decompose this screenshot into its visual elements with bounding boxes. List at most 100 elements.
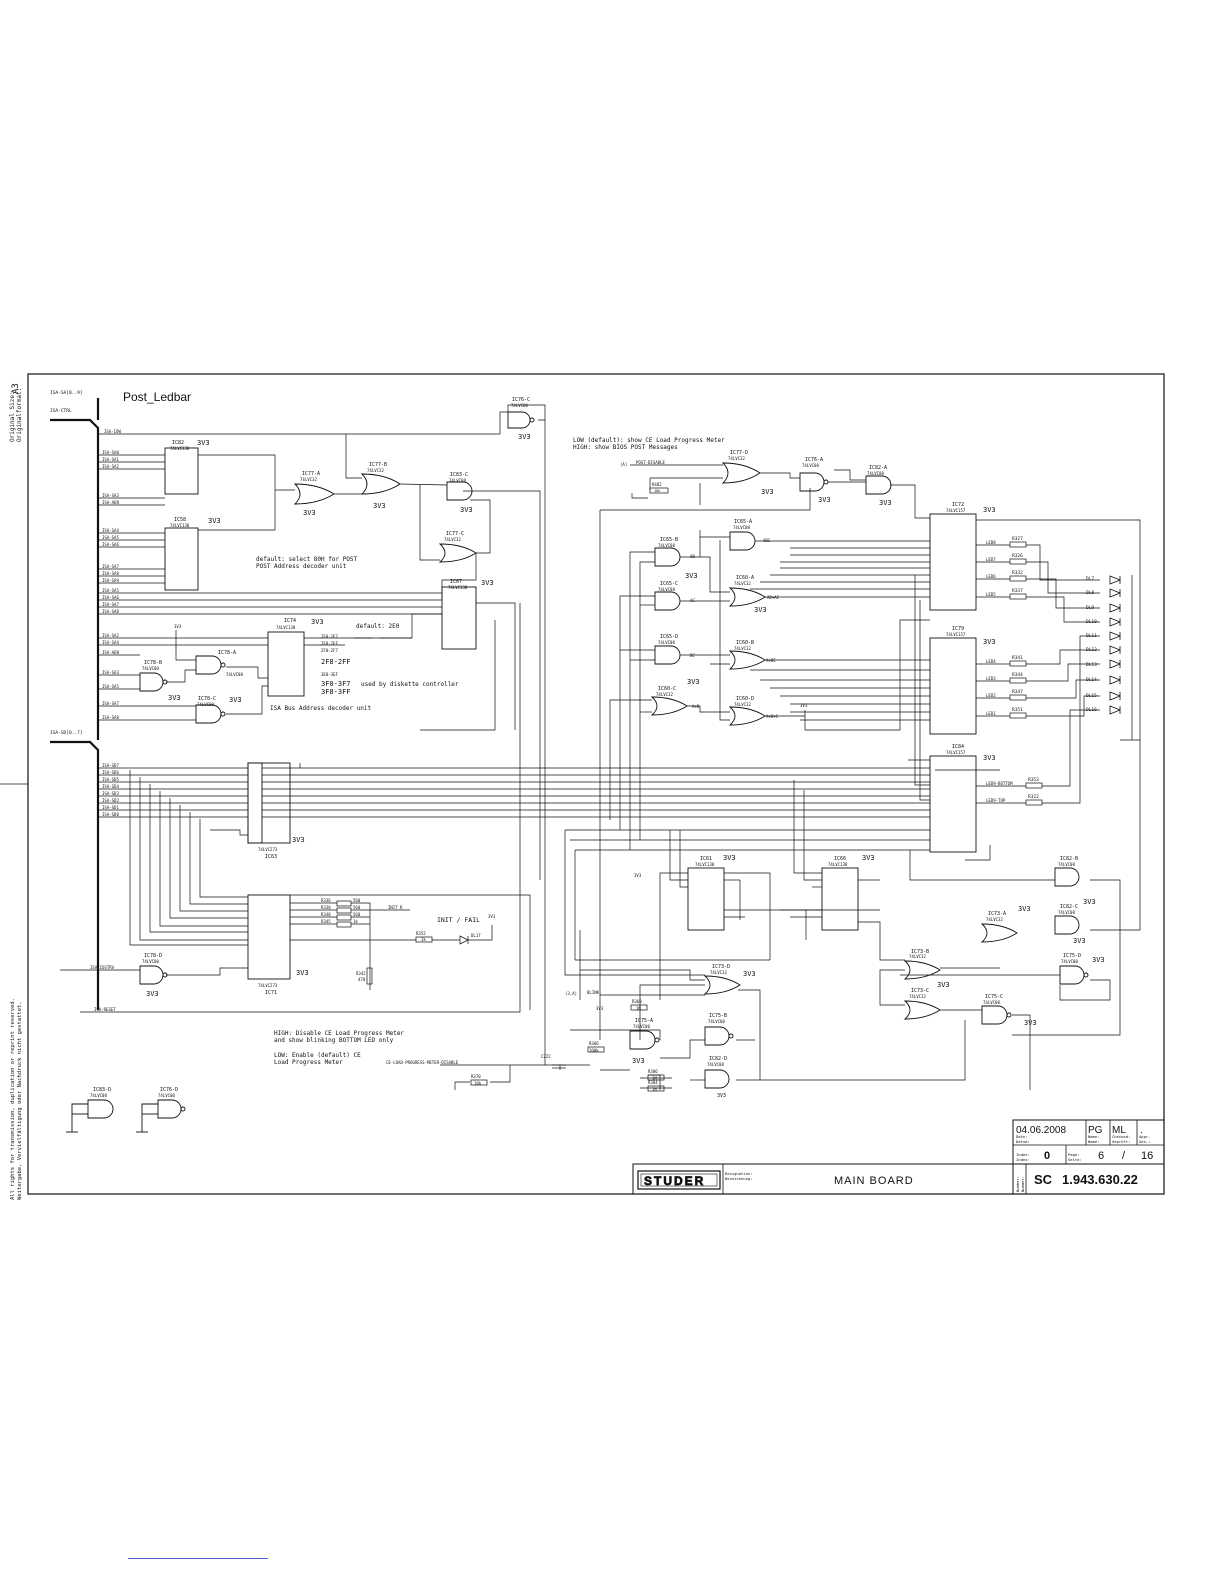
gate-ic60-c xyxy=(650,696,688,716)
svg-text:3V3: 3V3 xyxy=(1018,905,1031,913)
svg-text:74LVC00: 74LVC00 xyxy=(983,1000,1000,1005)
svg-text:3V3: 3V3 xyxy=(373,502,386,510)
svg-text:A+B+C: A+B+C xyxy=(766,714,779,719)
svg-text:1M: 1M xyxy=(636,1006,641,1011)
tb-small-labels: Date: Datum: Name: Name: Checked: Geprüf… xyxy=(725,1134,1150,1181)
svg-text:ISA-SA0: ISA-SA0 xyxy=(102,450,119,455)
svg-text:IC60-B: IC60-B xyxy=(736,640,754,646)
svg-text:ISA-SD1: ISA-SD1 xyxy=(102,805,119,810)
svg-text:74LVC32: 74LVC32 xyxy=(909,954,926,959)
svg-text:74LVC00: 74LVC00 xyxy=(158,1093,175,1098)
svg-text:Index:: Index: xyxy=(1016,1157,1030,1162)
gate-ic75-c xyxy=(981,1005,1012,1025)
svg-text:IC65-A: IC65-A xyxy=(734,519,752,525)
gate-ic73-d xyxy=(703,975,741,995)
svg-text:R341: R341 xyxy=(1012,655,1023,661)
chip-ic67: IC67 74LVC138 3V3 xyxy=(441,579,494,650)
svg-text:74LVC138: 74LVC138 xyxy=(170,446,190,451)
svg-text:74LVC08: 74LVC08 xyxy=(733,525,750,530)
label-ic77-c: IC77-C xyxy=(446,531,464,537)
svg-text:74LVC32: 74LVC32 xyxy=(656,692,673,697)
svg-text:IC65-B: IC65-B xyxy=(660,537,678,543)
svg-text:DL12: DL12 xyxy=(1086,647,1097,653)
svg-text:R360: R360 xyxy=(632,999,642,1004)
svg-text:ISA-SA2: ISA-SA2 xyxy=(102,633,119,638)
svg-text:74LVC08: 74LVC08 xyxy=(658,640,675,645)
label-iow: ISA-IOW xyxy=(104,429,121,434)
svg-text:A+BC: A+BC xyxy=(766,658,776,663)
svg-text:74LVC32: 74LVC32 xyxy=(734,581,751,586)
svg-text:74LVC157: 74LVC157 xyxy=(946,632,966,637)
svg-text:74LVC08: 74LVC08 xyxy=(449,478,466,483)
gate-ic75-d xyxy=(1059,965,1089,985)
label-ic77-b: IC77-B xyxy=(369,462,387,468)
wires-ic74 xyxy=(98,613,496,731)
bus-isa-sa xyxy=(50,418,100,740)
svg-text:R332: R332 xyxy=(1012,570,1023,576)
sheet-title: Post_Ledbar xyxy=(123,390,191,404)
svg-text:ISA-SA7: ISA-SA7 xyxy=(102,701,119,706)
svg-text:IC73-D: IC73-D xyxy=(712,964,730,970)
tb-extra: . xyxy=(1140,1125,1143,1136)
svg-text:3V3: 3V3 xyxy=(685,572,698,580)
svg-text:ISA-RESET: ISA-RESET xyxy=(94,1007,116,1012)
svg-text:3V3: 3V3 xyxy=(208,517,221,525)
svg-text:Gen.:: Gen.: xyxy=(1139,1139,1150,1144)
svg-text:470: 470 xyxy=(358,977,366,982)
svg-text:3V3: 3V3 xyxy=(146,990,159,998)
svg-text:IC75-A: IC75-A xyxy=(635,1018,653,1024)
svg-text:R347: R347 xyxy=(1012,689,1023,695)
gate-ic82-d xyxy=(704,1069,730,1089)
svg-text:1k: 1k xyxy=(421,937,426,942)
led-output-labels: LED8 LED7 LED6 LED5 LED4 LED3 LED2 LED1 … xyxy=(986,540,1013,803)
gate-ic78-a xyxy=(195,655,226,675)
svg-text:74LVC32: 74LVC32 xyxy=(734,702,751,707)
sa-lines-ic82 xyxy=(98,454,165,506)
svg-text:ISA-SA3: ISA-SA3 xyxy=(102,670,119,675)
svg-text:ISA-SA7: ISA-SA7 xyxy=(102,602,119,607)
note-default-2e0: default: 2E0 xyxy=(356,623,400,630)
gate-ic65-b xyxy=(654,547,681,567)
addr-2f8: 2F8-2FF xyxy=(321,658,351,666)
svg-text:LED7: LED7 xyxy=(986,557,996,562)
tb-pages: 16 xyxy=(1141,1150,1153,1162)
note-high-disable-1: HIGH: Disable CE Load Progress Meter xyxy=(274,1030,404,1037)
svg-text:74LVC00: 74LVC00 xyxy=(708,1019,725,1024)
svg-text:DL10: DL10 xyxy=(1086,619,1097,625)
svg-text:IC73-A: IC73-A xyxy=(988,911,1006,917)
svg-text:ISA-SD0: ISA-SD0 xyxy=(102,812,119,817)
svg-text:IC75-C: IC75-C xyxy=(985,994,1003,1000)
svg-text:74LVC00: 74LVC00 xyxy=(1061,959,1078,964)
svg-text:ISA-SA8: ISA-SA8 xyxy=(102,609,119,614)
svg-text:(A): (A) xyxy=(620,462,627,467)
side-note-rights: All rights for transmission, duplication… xyxy=(10,998,23,1200)
svg-text:IC63: IC63 xyxy=(265,854,277,860)
svg-text:74LVC00: 74LVC00 xyxy=(511,403,528,408)
svg-text:3V3: 3V3 xyxy=(292,836,305,844)
svg-text:3V3: 3V3 xyxy=(460,506,473,514)
svg-text:3V3: 3V3 xyxy=(800,703,808,708)
svg-text:Number:: Number: xyxy=(1015,1176,1020,1192)
side-note-size: Original Size: Originalformat: A3 xyxy=(9,383,23,442)
svg-text:IC77-D: IC77-D xyxy=(730,450,748,456)
tb-slash: / xyxy=(1122,1150,1126,1162)
gate-ic78-d xyxy=(139,965,168,985)
gate-ic78-c xyxy=(195,704,226,724)
svg-text:1M: 1M xyxy=(652,1087,657,1092)
svg-text:74LVC08: 74LVC08 xyxy=(707,1062,724,1067)
svg-text:ISA-SA9: ISA-SA9 xyxy=(102,578,119,583)
svg-text:ISA-AEN: ISA-AEN xyxy=(102,500,119,505)
svg-text:IC71: IC71 xyxy=(265,990,277,996)
addr-3f8: 3F8-3FF xyxy=(321,688,351,696)
svg-text:ISA-SA8: ISA-SA8 xyxy=(102,715,119,720)
svg-text:ISA-AEN: ISA-AEN xyxy=(102,650,119,655)
original-size-label: Original Size: xyxy=(9,391,16,442)
label-ic83-c: IC83-C xyxy=(450,472,468,478)
svg-text:74LVC00: 74LVC00 xyxy=(142,959,159,964)
svg-text:74LVC138: 74LVC138 xyxy=(828,862,848,867)
svg-text:IC76-A: IC76-A xyxy=(805,457,823,463)
note-high-disable-2: and show blinking BOTTOM LED only xyxy=(274,1037,394,1044)
svg-text:IC78-D: IC78-D xyxy=(144,953,162,959)
svg-text:3V3: 3V3 xyxy=(1092,956,1105,964)
